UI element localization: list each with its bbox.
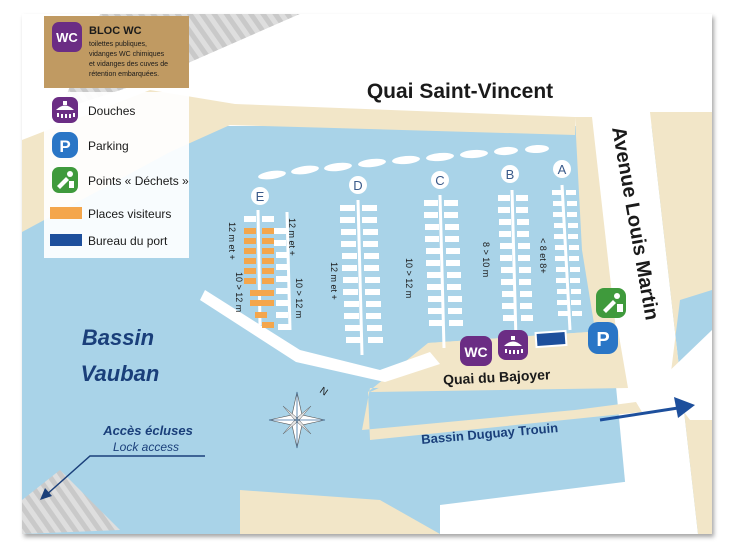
legend-label-bureau: Bureau du port [88,234,168,248]
legend-label-visiteurs: Places visiteurs [88,207,171,221]
pontoon-A-letter: A [558,162,567,177]
pontoon-B-letter: B [506,167,515,182]
facility-parking[interactable]: P [588,322,618,354]
facility-shower[interactable] [498,330,528,360]
legend-label-dechets: Points « Déchets » [88,174,189,188]
breakwater [200,290,440,382]
legend-label-douches: Douches [88,104,135,118]
pontoon-E: E 12 m et + 10 > 12 m 12 m et + 10 > 12 … [227,187,304,331]
bassin-vauban-line2: Vauban [81,361,160,386]
duguay-trouin-arrow [599,397,695,422]
facility-parking-badge: P [596,329,609,351]
legend-wc-line-2: vidanges WC chimiques [89,51,165,58]
visitor-berths-E [244,228,274,328]
waste-icon [603,293,623,313]
office-swatch [50,234,82,246]
pontoon-B-size: 8 > 10 m [481,242,491,277]
facility-wc[interactable]: WC [460,336,492,366]
quai-du-bajoyer-label: Quai du Bajoyer [443,366,552,388]
acces-ecluses-label: Accès écluses [102,423,193,438]
legend-wc-line-1: toilettes publiques, [89,41,147,48]
bassin-vauban-line1: Bassin [82,325,154,350]
pontoon-D: D 12 m et + [329,176,383,356]
south-land [240,490,440,534]
pontoon-D-letter: D [353,178,362,193]
avenue-road [590,112,698,534]
lock-access-label: Lock access [113,440,179,454]
facility-wc-badge: WC [464,344,487,360]
legend-label-parking: Parking [88,139,129,153]
facility-waste[interactable] [596,288,626,318]
visitor-swatch [50,207,82,219]
east-white-land [660,330,712,420]
pontoon-E-size-right-2: 10 > 12 m [294,278,304,318]
pontoon-A-size: < 8 et 8+ [538,238,548,274]
legend-item-parking: P Parking [52,132,129,158]
pontoon-B: B 8 > 10 m [481,165,533,341]
legend-wc-box: WC BLOC WC toilettes publiques, vidanges… [44,16,189,88]
pontoon-E-letter: E [256,189,265,204]
pontoon-A: A < 8 et 8+ [538,160,582,331]
legend-box: Douches P Parking Points « Déchets » Pla… [44,92,189,258]
legend-wc-badge: WC [56,30,78,45]
pontoon-C-size: 10 > 12 m [404,258,414,298]
legend-wc-line-3: et vidanges des cuves de [89,61,168,68]
harbour-office-marker[interactable] [534,329,568,349]
legend-wc-title: BLOC WC [89,25,142,37]
legend-wc-line-4: rétention embarquées. [89,71,159,78]
pontoon-E-size-left-1: 12 m et + [227,222,237,260]
moored-boats-north [258,144,549,180]
hatched-bottom-left [22,470,120,534]
pontoon-D-size: 12 m et + [329,262,339,300]
legend-item-visiteurs: Places visiteurs [50,207,171,221]
pontoon-E-size-right-1: 12 m et + [287,218,297,256]
shower-icon [56,101,75,118]
pontoon-C-letter: C [435,173,444,188]
pontoon-C: C 10 > 12 m [404,171,463,349]
waste-icon [57,171,74,189]
avenue-east-land [650,112,712,534]
quai-saint-vincent-label: Quai Saint-Vincent [367,80,553,103]
legend-item-douches: Douches [52,97,135,123]
lock-access-arrow [40,455,205,500]
legend-item-bureau: Bureau du port [50,234,168,248]
legend-item-dechets: Points « Déchets » [52,167,189,193]
south-white-land [440,480,660,534]
compass-rose-icon [268,391,326,449]
pontoon-E-size-left-2: 10 > 12 m [234,272,244,312]
parking-icon: P [59,137,70,156]
shower-icon [504,336,523,354]
